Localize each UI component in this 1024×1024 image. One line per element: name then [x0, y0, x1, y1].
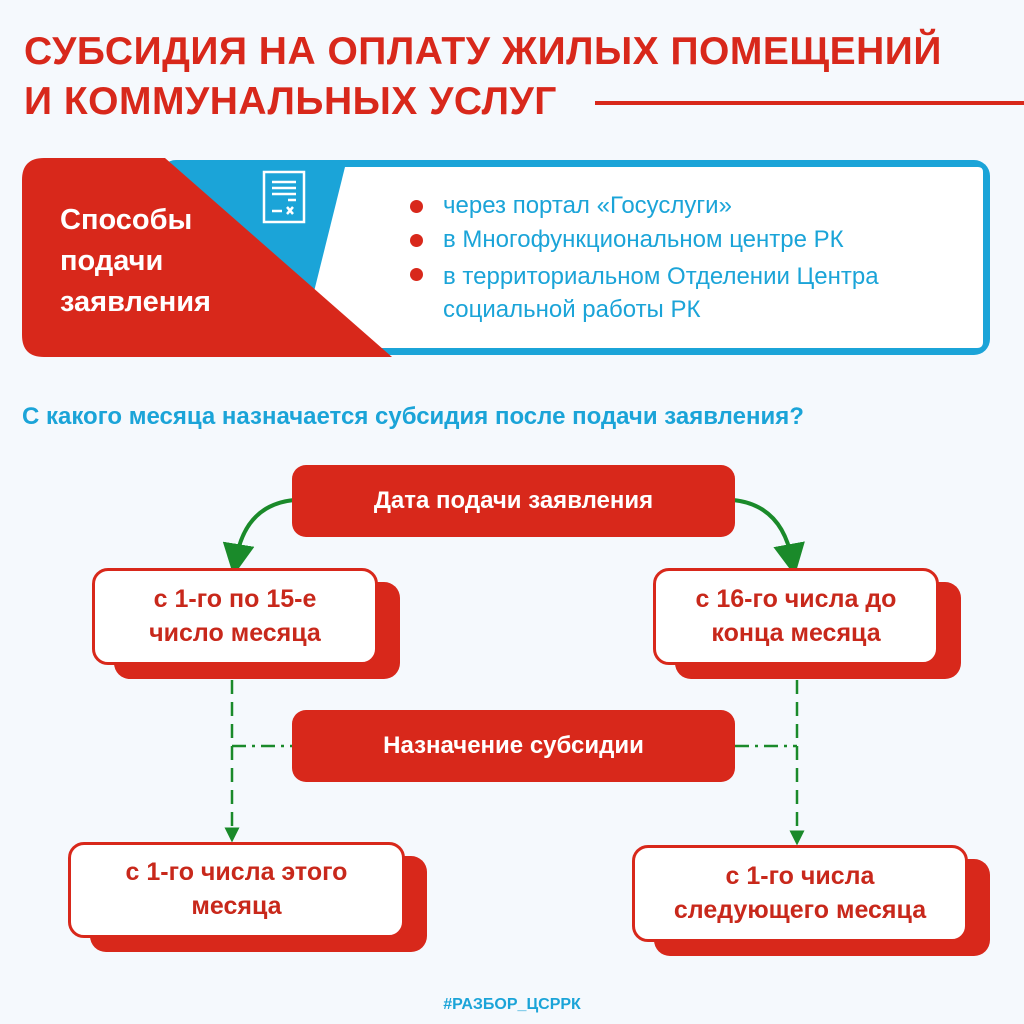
- question: С какого месяца назначается субсидия пос…: [22, 403, 804, 430]
- method-item: в Многофункциональном центре РК: [410, 226, 844, 254]
- title-line-1: СУБСИДИЯ НА ОПЛАТУ ЖИЛЫХ ПОМЕЩЕНИЙ: [24, 30, 942, 73]
- bullet-icon: [410, 268, 423, 281]
- bullet-icon: [410, 234, 423, 247]
- document-icon: [262, 170, 306, 224]
- flow-left-period: с 1-го по 15-е число месяца: [92, 568, 378, 665]
- flow-assignment: Назначение субсидии: [292, 710, 735, 782]
- bullet-icon: [410, 200, 423, 213]
- flow-result-next-month: с 1-го числа следующего месяца: [632, 845, 968, 942]
- method-item: через портал «Госуслуги»: [410, 192, 732, 220]
- flow-result-this-month: с 1-го числа этого месяца: [68, 842, 405, 938]
- hashtag: #РАЗБОР_ЦСРРК: [443, 996, 581, 1013]
- title-rule: [595, 101, 1024, 105]
- flow-right-period: с 16-го числа до конца месяца: [653, 568, 939, 665]
- methods-heading: Способы подачи заявления: [60, 204, 211, 318]
- flow-submission-date: Дата подачи заявления: [292, 465, 735, 537]
- title-line-2: И КОММУНАЛЬНЫХ УСЛУГ: [24, 80, 557, 123]
- method-item: в территориальном Отделении Центра социа…: [410, 260, 970, 326]
